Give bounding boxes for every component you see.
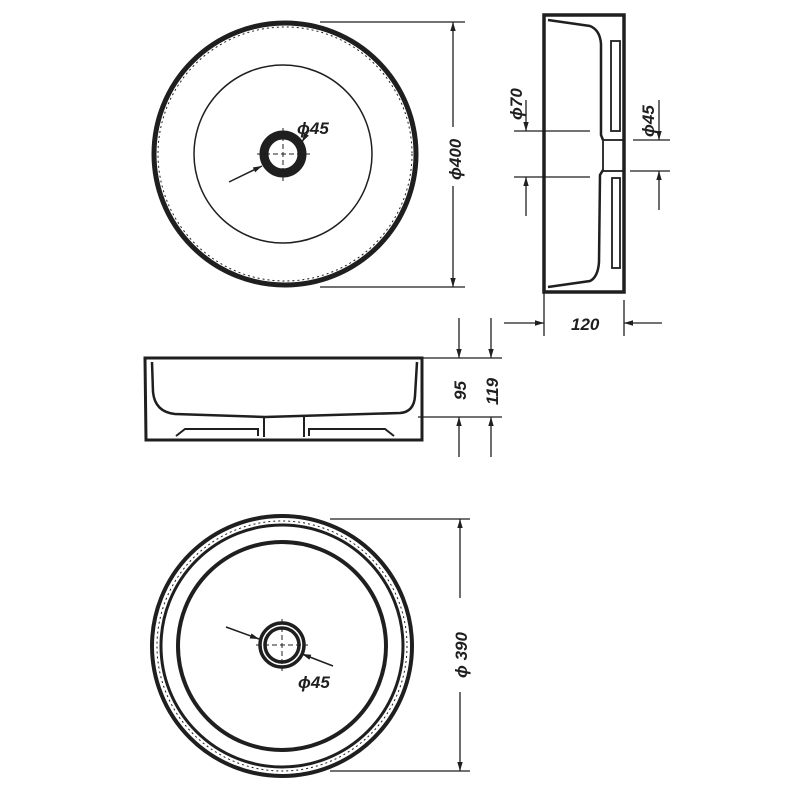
top-drain-diameter-label: ϕ45 <box>297 119 329 138</box>
side-overflow-diameter-label: ϕ70 <box>507 88 526 120</box>
bottom-outer-rim-3 <box>159 523 405 769</box>
bottom-outer-rim-2 <box>156 520 408 772</box>
bottom-drain-leader-out <box>301 653 334 667</box>
front-bowl-profile <box>150 361 419 419</box>
bottom-outer-rim <box>150 514 414 778</box>
side-foot-upper <box>610 40 621 132</box>
top-drain-leader-in <box>228 165 263 183</box>
side-drain-diameter-label: ϕ45 <box>639 105 658 137</box>
front-foot-right <box>308 428 395 437</box>
front-foot-left <box>175 428 259 437</box>
top-outer-rim <box>151 20 419 288</box>
side-width-label: 120 <box>571 315 600 334</box>
bottom-base-ring <box>176 540 388 752</box>
top-outer-diameter-label: ϕ400 <box>446 138 465 180</box>
bottom-drain-diameter-label: ϕ45 <box>298 673 330 692</box>
front-height-label: 119 <box>483 377 502 405</box>
bottom-outer-diameter-label: ϕ 390 <box>452 631 471 678</box>
side-drain-channel <box>602 139 625 172</box>
side-bowl-profile <box>547 18 605 289</box>
bottom-view <box>150 514 470 778</box>
side-foot-lower <box>611 177 621 269</box>
top-rim-inner <box>157 26 413 282</box>
front-depth-label: 95 <box>451 381 470 400</box>
bottom-drain-leader-in <box>225 626 260 640</box>
front-outline <box>143 356 424 442</box>
top-view <box>151 20 465 288</box>
top-drain-leader-out <box>301 129 310 143</box>
side-section-view <box>504 13 670 336</box>
front-elevation-view <box>143 318 502 457</box>
top-bowl-edge <box>193 64 373 244</box>
